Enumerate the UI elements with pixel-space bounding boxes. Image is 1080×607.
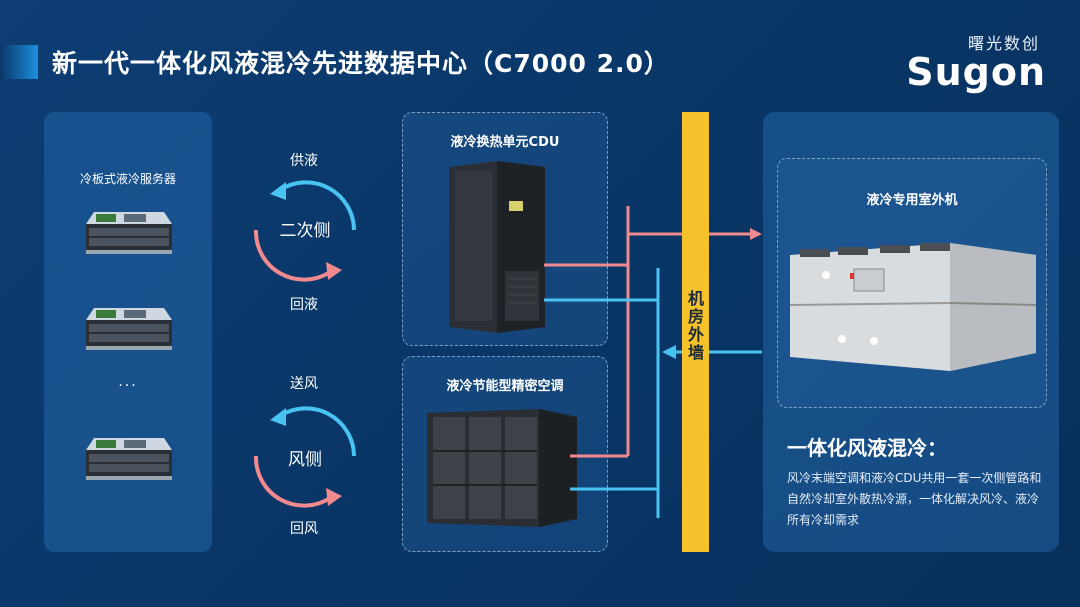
server-image-1: [86, 212, 172, 254]
return-liquid-label: 回液: [290, 297, 318, 313]
supply-air-label: 送风: [290, 376, 318, 392]
logo-chinese-text: 曙光数创: [967, 34, 1040, 53]
outdoor-unit-label: 液冷专用室外机: [866, 193, 958, 208]
server-image-2: [86, 308, 172, 350]
server-image-3: [86, 438, 172, 480]
supply-pipes: [544, 206, 752, 458]
wall-label: 机房外墙: [687, 289, 704, 362]
more-servers-ellipsis: ...: [118, 374, 138, 390]
return-arrow-head: [662, 345, 676, 359]
secondary-side-label: 二次侧: [279, 221, 331, 241]
crac-unit-image: [427, 409, 577, 527]
supply-arrow-head: [750, 228, 762, 240]
summary-description: 风冷末端空调和液冷CDU共用一套一次侧管路和自然冷却室外散热冷源，一体化解决风冷…: [787, 471, 1042, 527]
page-title: 新一代一体化风液混冷先进数据中心（C7000 2.0）: [52, 49, 670, 78]
company-logo: 曙光数创 Sugon: [906, 30, 1046, 94]
cdu-label: 液冷换热单元CDU: [450, 135, 560, 150]
title-accent-bar: [0, 45, 38, 79]
return-pipes: [544, 268, 762, 518]
air-cycle-diagram: [253, 406, 356, 508]
machine-room-wall: [682, 112, 709, 552]
crac-label: 液冷节能型精密空调: [446, 379, 564, 394]
cdu-box: 液冷换热单元CDU: [402, 112, 608, 346]
outdoor-unit-box: 液冷专用室外机: [777, 158, 1047, 408]
outdoor-unit-image: [790, 243, 1036, 371]
summary-heading: 一体化风液混冷：: [787, 436, 947, 460]
server-panel-label: 冷板式液冷服务器: [79, 172, 176, 186]
supply-liquid-label: 供液: [290, 153, 318, 169]
crac-box: 液冷节能型精密空调: [402, 356, 608, 552]
secondary-cycle-diagram: [253, 180, 356, 282]
cdu-cabinet-image: [449, 161, 545, 333]
air-side-label: 风侧: [288, 450, 322, 470]
return-air-label: 回风: [290, 521, 318, 537]
logo-wordmark: Sugon: [906, 50, 1046, 94]
server-panel: 冷板式液冷服务器 ...: [44, 112, 212, 552]
